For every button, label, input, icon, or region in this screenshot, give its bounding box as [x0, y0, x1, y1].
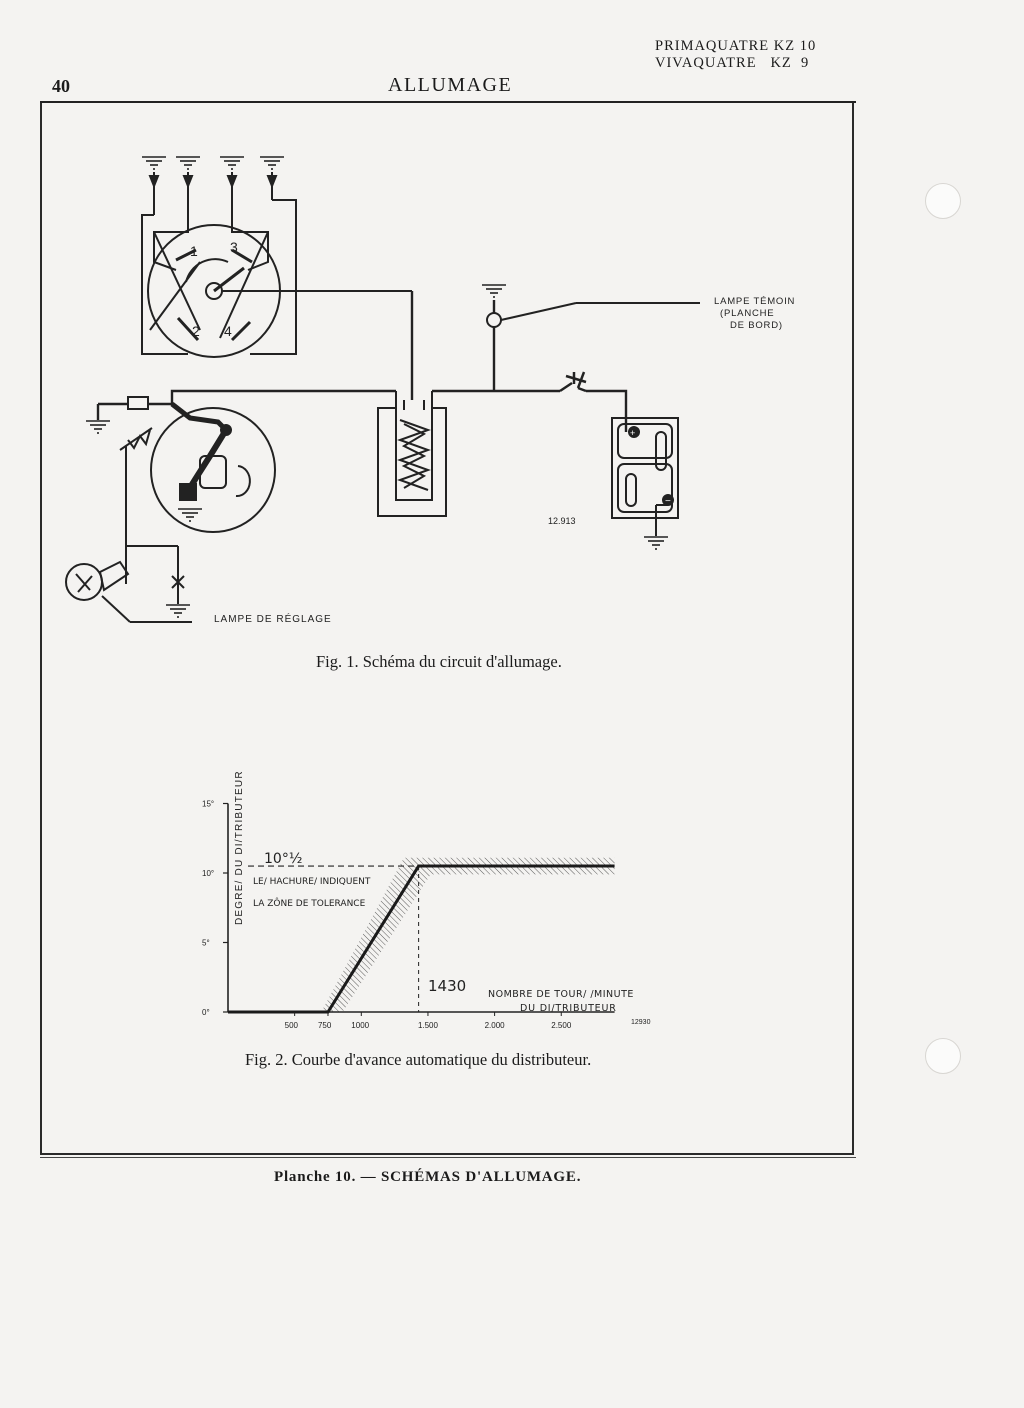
fig1-caption: Fig. 1. Schéma du circuit d'allumage. — [316, 652, 562, 671]
x-tick-label: 1000 — [351, 1021, 369, 1030]
fig1-ref-number: 12.913 — [548, 516, 576, 526]
battery-minus-sign: − — [665, 496, 671, 507]
chart-ticks: 0° 5° 10° 15° 500 750 1000 1.500 2.000 2.500 — [202, 800, 572, 1031]
advance-curve-line — [228, 864, 615, 1014]
fig2-ref-number: 12930 — [631, 1019, 651, 1026]
model-names: PRIMAQUATRE KZ 10 VIVAQUATRE KZ 9 — [655, 38, 816, 72]
rpm-label: 1430 — [428, 977, 466, 995]
advance-curve — [228, 864, 615, 1014]
x-tick-label: 1.500 — [418, 1021, 439, 1030]
header-rule — [40, 101, 856, 103]
x-axis-label-line-2: DU DI/TRIBUTEUR — [520, 1003, 617, 1014]
y-tick-label: 15° — [202, 800, 214, 809]
spark-plugs — [142, 156, 284, 215]
x-tick-label: 750 — [318, 1021, 332, 1030]
fig2-caption: Fig. 2. Courbe d'avance automatique du d… — [245, 1050, 592, 1069]
distributor-cap — [141, 199, 412, 358]
x-axis-label-line-1: NOMBRE DE TOUR/ /MINUTE — [488, 989, 634, 1000]
y-tick-label: 10° — [202, 869, 214, 878]
tolerance-band-area — [321, 857, 615, 1012]
battery-plus-sign: + — [630, 428, 635, 438]
lamp-temoin-label: LAMPE TÉMOIN (PLANCHE DE BORD) — [714, 296, 795, 331]
punch-hole-bottom — [925, 1038, 961, 1074]
y-tick-label: 0° — [202, 1008, 210, 1017]
x-tick-label: 2.500 — [551, 1021, 572, 1030]
svg-text:3: 3 — [230, 239, 238, 255]
svg-text:2: 2 — [192, 323, 200, 339]
contact-breaker — [119, 402, 276, 584]
test-lamp — [65, 545, 192, 623]
battery — [611, 417, 679, 550]
svg-text:4: 4 — [224, 323, 232, 339]
tolerance-band — [321, 857, 615, 1012]
warning-lamp — [482, 284, 700, 328]
ignition-switch — [559, 371, 587, 393]
svg-text:DE BORD): DE BORD) — [730, 320, 783, 331]
svg-text:(PLANCHE: (PLANCHE — [720, 308, 774, 319]
ignition-coil — [377, 391, 447, 517]
section-title: ALLUMAGE — [388, 74, 513, 96]
model-line-2: VIVAQUATRE KZ 9 — [655, 55, 810, 71]
value-label: 10°½ — [264, 851, 302, 867]
y-tick-label: 5° — [202, 939, 210, 948]
page-number: 40 — [52, 76, 70, 96]
lampe-reglage-label: LAMPE DE RÉGLAGE — [214, 612, 332, 625]
plate-caption: Planche 10. — SCHÉMAS D'ALLUMAGE. — [274, 1169, 582, 1185]
frame-bottom-rule — [40, 1157, 856, 1158]
x-tick-label: 2.000 — [485, 1021, 506, 1030]
note-line-1: LE/ HACHURE/ INDIQUENT — [253, 877, 371, 887]
y-axis-label: DEGRE/ DU DI/TRIBUTEUR — [234, 770, 245, 925]
svg-text:LAMPE TÉMOIN: LAMPE TÉMOIN — [714, 296, 795, 307]
punch-hole-top — [925, 183, 961, 219]
note-line-2: LA ZÔNE DE TOLERANCE — [253, 897, 366, 909]
plate-frame — [40, 103, 854, 1155]
model-line-1: PRIMAQUATRE KZ 10 — [655, 38, 817, 54]
svg-text:1: 1 — [190, 243, 198, 259]
cylinder-numbers: 1 3 2 4 — [190, 239, 238, 339]
x-tick-label: 500 — [285, 1021, 299, 1030]
